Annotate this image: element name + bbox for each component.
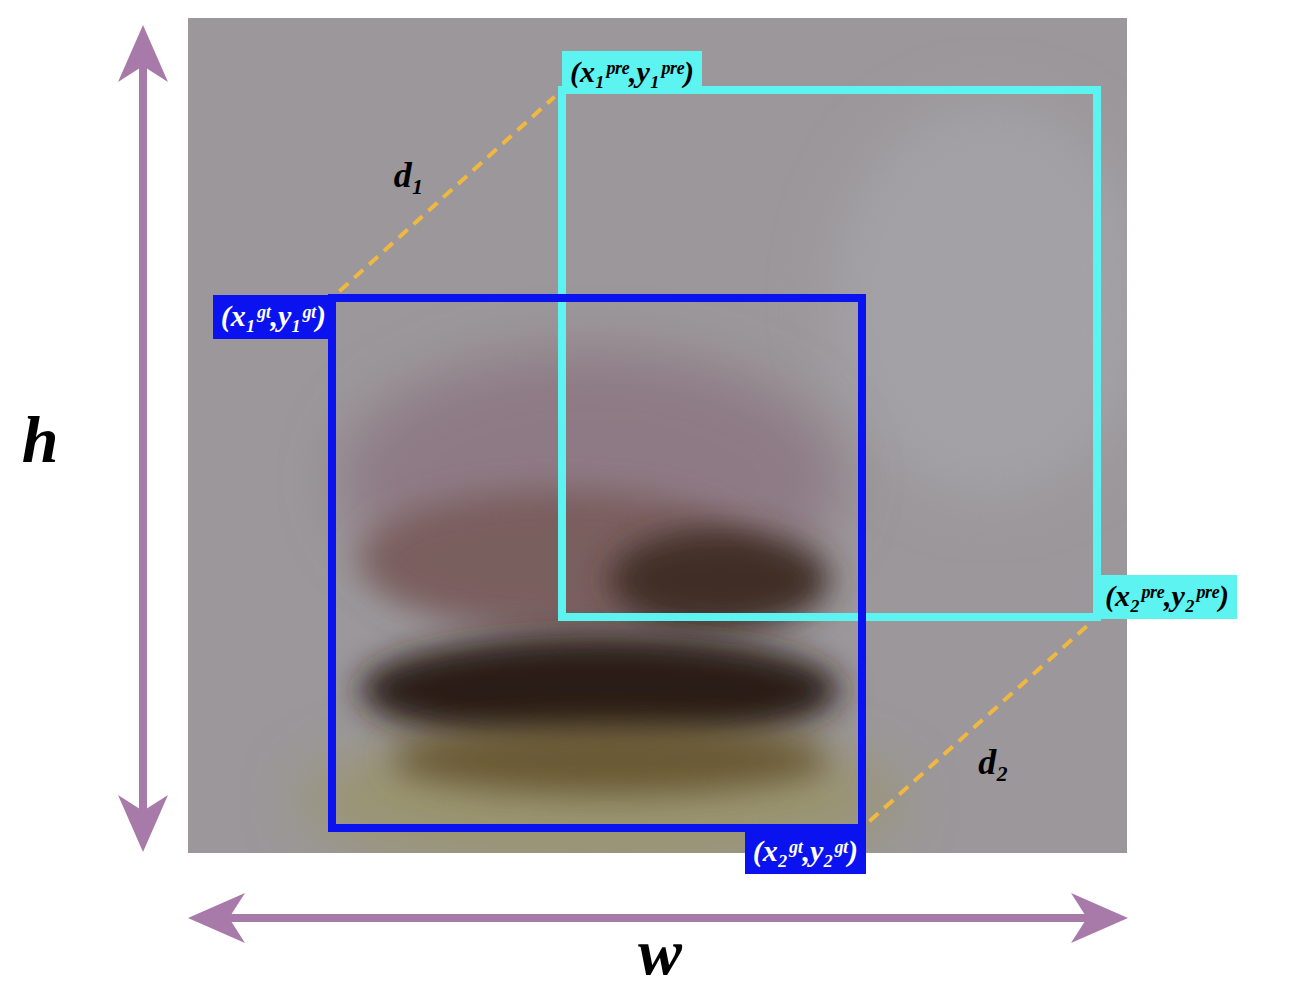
coordinate-label: (x₁ᵖʳᵉ,y₁ᵖʳᵉ) [562,51,702,95]
height-arrow [118,25,168,852]
coordinate-label: (x₂ᵖʳᵉ,y₂ᵖʳᵉ) [1097,575,1237,619]
distance-label: d₁ [394,156,425,196]
bounding-box: (x₁ᵖʳᵉ,y₁ᵖʳᵉ)(x₂ᵖʳᵉ,y₂ᵖʳᵉ) [558,86,1101,621]
dimension-label: h [22,414,59,467]
bounding-box: (x₁ᵍᵗ,y₁ᵍᵗ)(x₂ᵍᵗ,y₂ᵍᵗ) [328,294,866,832]
photo-shade [830,100,1127,500]
dimension-label: w [638,926,682,979]
distance-label: d₂ [978,743,1009,783]
coordinate-label: (x₁ᵍᵗ,y₁ᵍᵗ) [213,295,334,339]
object-rim [390,725,830,795]
coordinate-label: (x₂ᵍᵗ,y₂ᵍᵗ) [745,830,866,874]
distance-line [339,97,554,292]
distance-line [869,624,1089,822]
photo [188,18,1127,853]
